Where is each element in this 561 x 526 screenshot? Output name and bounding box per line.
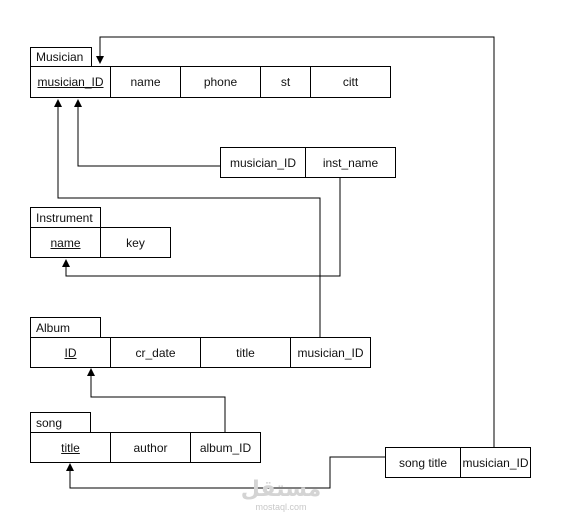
album-field-musician-id: musician_ID — [290, 337, 371, 368]
instrument-field-key: key — [100, 227, 171, 258]
watermark-logo: مستقل — [240, 477, 322, 502]
link-plays-musician-to-musician — [74, 99, 220, 167]
musician-field-citt: citt — [310, 66, 391, 98]
album-table-name: Album — [30, 317, 101, 338]
plays-field-musician-id: musician_ID — [220, 147, 306, 178]
song-field-title: title — [30, 432, 111, 463]
album-field-title: title — [200, 337, 291, 368]
instrument-table-name: Instrument — [30, 207, 101, 228]
watermark: مستقل mostaql.com — [236, 478, 326, 514]
song-field-album-id: album_ID — [190, 432, 261, 463]
performs-field-song-title: song title — [385, 447, 461, 478]
musician-table-name: Musician — [30, 47, 92, 67]
song-field-author: author — [110, 432, 191, 463]
musician-field-name: name — [110, 66, 181, 98]
album-field-id: ID — [30, 337, 111, 368]
musician-field-musician-id: musician_ID — [30, 66, 111, 98]
instrument-field-name: name — [30, 227, 101, 258]
plays-field-inst-name: inst_name — [305, 147, 396, 178]
song-table-name: song — [30, 412, 91, 433]
musician-field-phone: phone — [180, 66, 261, 98]
musician-field-st: st — [260, 66, 311, 98]
watermark-url: mostaql.com — [255, 502, 307, 512]
album-field-cr-date: cr_date — [110, 337, 201, 368]
link-song-album-to-album — [87, 368, 226, 432]
performs-field-musician-id: musician_ID — [460, 447, 531, 478]
